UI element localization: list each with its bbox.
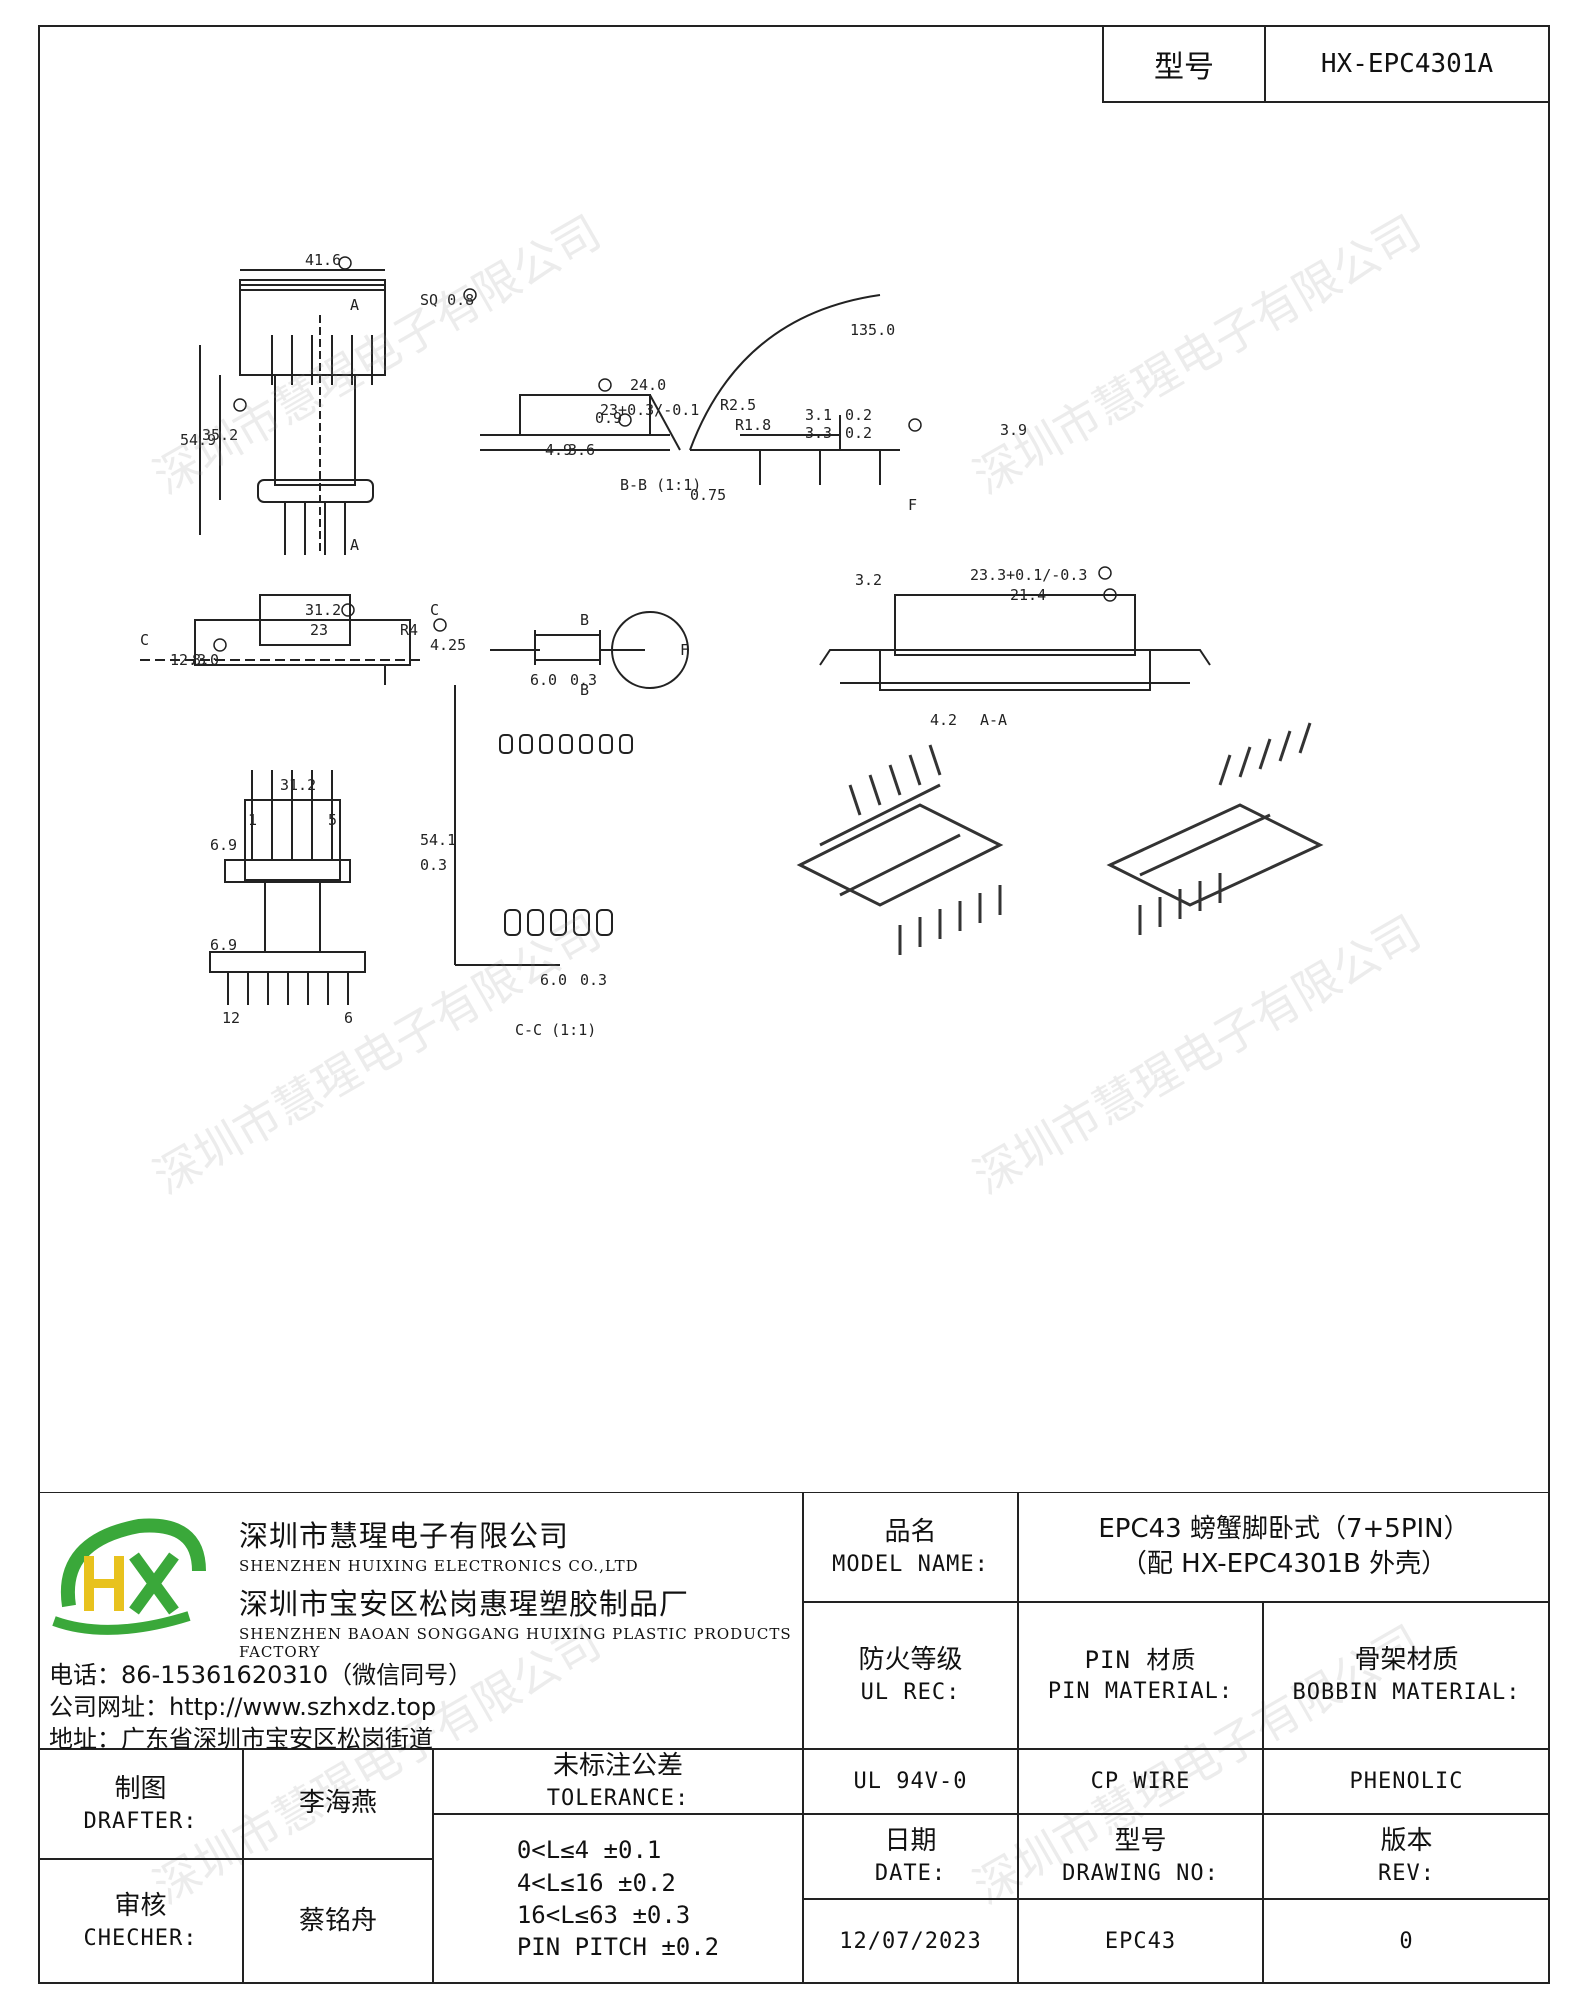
sec-aa: A-A xyxy=(980,711,1007,729)
dim-r4: R4 xyxy=(400,621,418,639)
dim-8: 8.0 xyxy=(192,651,219,669)
tol-line-2: 4<L≤16 ±0.2 xyxy=(516,1868,676,1897)
pin-6: 6 xyxy=(344,1009,353,1027)
dim-21-4: 21.4 xyxy=(1010,586,1046,604)
dim-23-3: 23.3+0.1/-0.3 xyxy=(970,566,1087,584)
sec-cc: C-C (1:1) xyxy=(515,1021,596,1039)
model-label: 型号 xyxy=(1104,27,1266,101)
dim-6-9-bottom: 6.9 xyxy=(210,936,237,954)
drafter-value: 李海燕 xyxy=(243,1749,433,1859)
dim-31-2-b: 31.2 xyxy=(280,776,316,794)
factory-name-cn: 深圳市宝安区松岗惠瑆塑胶制品厂 xyxy=(239,1587,690,1621)
dim-r1-8: R1.8 xyxy=(735,416,771,434)
date-value: 12/07/2023 xyxy=(803,1899,1018,1984)
dim-4-9: 4.9 xyxy=(545,441,572,459)
pin-material-label: PIN 材质 PIN MATERIAL: xyxy=(1018,1602,1263,1749)
sec-c-left: C xyxy=(140,631,149,649)
dim-35-2: 35.2 xyxy=(202,426,238,444)
view-aa-top xyxy=(894,594,1136,656)
company-info: 深圳市慧瑆电子有限公司 SHENZHEN HUIXING ELECTRONICS… xyxy=(38,1492,803,1753)
view1-core xyxy=(274,374,356,486)
checker-label: 审核 CHECHER: xyxy=(38,1859,243,1984)
dim-3-3: 3.3 xyxy=(805,424,832,442)
pin-12: 12 xyxy=(222,1009,240,1027)
dim-6-0-bottom: 6.0 xyxy=(540,971,567,989)
rev-label: 版本 REV: xyxy=(1263,1814,1550,1899)
sec-a-top: A xyxy=(350,296,359,314)
sec-a-bottom: A xyxy=(350,536,359,554)
technical-drawing: 41.6 SQ 0.8 54.9 35.2 A A 24.0 23+0.3/-0… xyxy=(40,105,1548,1485)
tol-line-3: 16<L≤63 ±0.3 xyxy=(516,1901,691,1929)
dim-23: 23 xyxy=(310,621,328,639)
sec-c-right: C xyxy=(430,601,439,619)
dim-23-tol: 23+0.3/-0.1 xyxy=(600,401,699,419)
dim-3-9: 3.9 xyxy=(1000,421,1027,439)
dim-6-0-top: 6.0 xyxy=(530,671,557,689)
company-name-en: SHENZHEN HUIXING ELECTRONICS CO.,LTD xyxy=(239,1557,639,1575)
tol-line-1: 0<L≤4 ±0.1 xyxy=(516,1836,662,1865)
view1-bottom-flange xyxy=(257,479,374,503)
dim-12-3: 12.3 xyxy=(170,651,206,669)
factory-name-en: SHENZHEN BAOAN SONGGANG HUIXING PLASTIC … xyxy=(239,1625,792,1661)
dim-tol-03-mid: 0.3 xyxy=(420,856,447,874)
dim-41-6: 41.6 xyxy=(305,251,341,269)
company-phone: 电话：86-15361620310（微信同号） xyxy=(49,1661,473,1689)
ul-value: UL 94V-0 xyxy=(803,1749,1018,1814)
company-address: 地址：广东省深圳市宝安区松岗街道 xyxy=(49,1725,433,1753)
company-website[interactable]: 公司网址：http://www.szhxdz.top xyxy=(49,1693,437,1721)
sec-f-callout: F xyxy=(680,641,689,659)
dim-4-2: 4.2 xyxy=(930,711,957,729)
bobbin-material-value: PHENOLIC xyxy=(1263,1749,1550,1814)
tol-line-4: PIN PITCH ±0.2 xyxy=(516,1933,720,1962)
rev-value: 0 xyxy=(1263,1899,1550,1984)
dim-54-9: 54.9 xyxy=(180,431,216,449)
checker-value: 蔡铭舟 xyxy=(243,1859,433,1984)
bobbin-material-label: 骨架材质 BOBBIN MATERIAL: xyxy=(1263,1602,1550,1749)
drawing-svg: 41.6 SQ 0.8 54.9 35.2 A A 24.0 23+0.3/-0… xyxy=(140,251,1324,1039)
dim-3-1: 3.1 xyxy=(805,406,832,424)
model-box: 型号 HX-EPC4301A xyxy=(1102,25,1550,103)
company-logo xyxy=(52,1518,206,1635)
sec-b-bottom: B xyxy=(580,681,589,699)
tolerance-label: 未标注公差 TOLERANCE: xyxy=(433,1749,803,1814)
ul-label: 防火等级 UL REC: xyxy=(803,1602,1018,1749)
dim-r2-5: R2.5 xyxy=(720,396,756,414)
dim-135: 135.0 xyxy=(850,321,895,339)
dim-tol-03-bottom: 0.3 xyxy=(580,971,607,989)
sec-f: F xyxy=(908,496,917,514)
title-block: 深圳市慧瑆电子有限公司 SHENZHEN HUIXING ELECTRONICS… xyxy=(38,1492,1550,1984)
dim-6-9-top: 6.9 xyxy=(210,836,237,854)
dim-31-2: 31.2 xyxy=(305,601,341,619)
dim-24: 24.0 xyxy=(630,376,666,394)
sec-bb: B-B (1:1) xyxy=(620,476,701,494)
dim-0-9: 0.9 xyxy=(595,409,622,427)
dim-54-1: 54.1 xyxy=(420,831,456,849)
dim-3-2: 3.2 xyxy=(855,571,882,589)
dim-3-6: 3.6 xyxy=(568,441,595,459)
tolerance-values: 0<L≤4 ±0.1 4<L≤16 ±0.2 16<L≤63 ±0.3 PIN … xyxy=(433,1814,803,1984)
render-bobbin-2 xyxy=(1106,722,1324,935)
model-value: HX-EPC4301A xyxy=(1320,49,1494,79)
dim-tol-02-b: 0.2 xyxy=(845,424,872,442)
dim-sq: SQ 0.8 xyxy=(420,291,474,309)
pin-5: 5 xyxy=(328,811,337,829)
dim-4-25: 4.25 xyxy=(430,636,466,654)
view-f-arc xyxy=(689,294,881,451)
model-name-label: 品名 MODEL NAME: xyxy=(803,1492,1018,1602)
company-name-cn: 深圳市慧瑆电子有限公司 xyxy=(239,1519,570,1553)
dim-0-75: 0.75 xyxy=(690,486,726,504)
drawing-no-label: 型号 DRAWING NO: xyxy=(1018,1814,1263,1899)
render-bobbin-1 xyxy=(796,744,1004,955)
pin-material-value: CP WIRE xyxy=(1018,1749,1263,1814)
date-label: 日期 DATE: xyxy=(803,1814,1018,1899)
view-c-body xyxy=(194,619,411,666)
drafter-label: 制图 DRAFTER: xyxy=(38,1749,243,1859)
dim-tol-03-top: 0.3 xyxy=(570,671,597,689)
drawing-no-value: EPC43 xyxy=(1018,1899,1263,1984)
sec-b-top: B xyxy=(580,611,589,629)
view-f-callout-circle xyxy=(611,611,689,689)
model-name-value: EPC43 螃蟹脚卧式（7+5PIN） （配 HX-EPC4301B 外壳） xyxy=(1018,1492,1550,1602)
dim-tol-02-a: 0.2 xyxy=(845,406,872,424)
pin-1: 1 xyxy=(248,811,257,829)
